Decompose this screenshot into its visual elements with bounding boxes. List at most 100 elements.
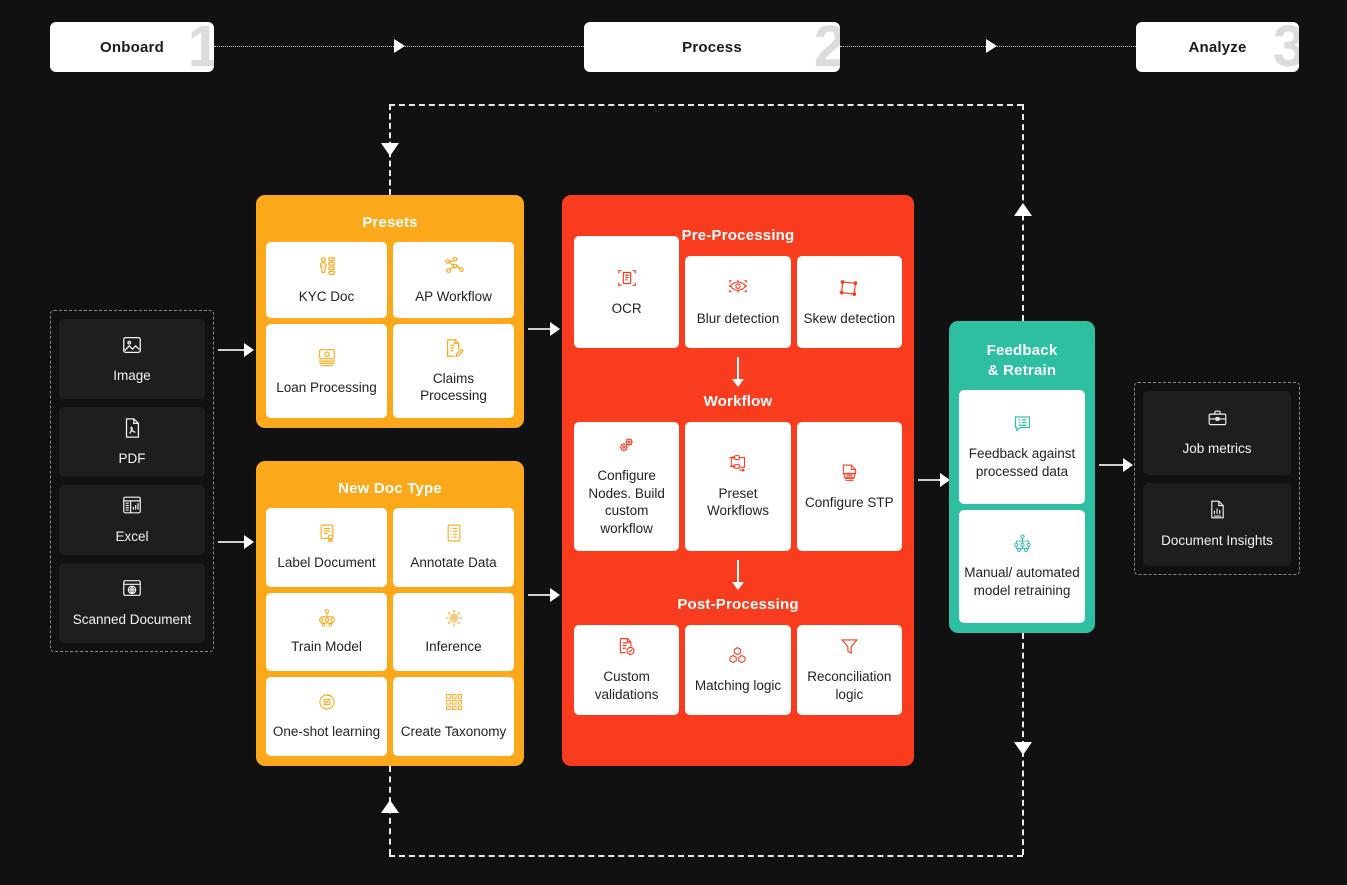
- feedback-loop-top-arrow-up-icon: [1014, 203, 1032, 216]
- one-shot-learning-icon: [317, 692, 337, 717]
- phase-process-number: 2: [813, 22, 840, 72]
- input-type-excel-label: Excel: [115, 528, 149, 544]
- matching-logic-icon: [727, 645, 748, 671]
- new-doc-create-taxonomy[interactable]: Create Taxonomy: [393, 677, 514, 756]
- annotate-data-icon: [444, 523, 464, 548]
- feedback-loop-bottom-arrow-up-icon: [381, 800, 399, 813]
- preset-workflows-icon: [727, 453, 748, 479]
- pre-processing-row: OCR Blur detection: [574, 236, 902, 348]
- pre-processing-skew-detection[interactable]: Skew detection: [796, 256, 902, 348]
- analyze-outputs-group: Job metrics Document Insights: [1134, 382, 1300, 575]
- preset-claims-processing[interactable]: Claims Processing: [393, 324, 514, 418]
- phase-analyze-label: Analyze: [1188, 38, 1247, 56]
- pre-processing-skew-detection-label: Skew detection: [803, 310, 896, 326]
- reconciliation-logic-icon: [839, 636, 860, 662]
- phase-onboard-number: 1: [187, 22, 214, 72]
- job-metrics-icon: [1207, 408, 1228, 434]
- manual-automated-model-retraining[interactable]: Manual/ automated model retraining: [959, 509, 1085, 623]
- input-type-excel[interactable]: Excel: [59, 485, 205, 555]
- preset-loan-processing[interactable]: Loan Processing: [266, 324, 387, 418]
- loan-processing-icon: [316, 346, 338, 373]
- workflow-row: Configure Nodes. Build custom workflow P…: [574, 422, 902, 551]
- connector-feedback-to-analyze: [1099, 458, 1133, 472]
- phase-process-label: Process: [682, 38, 742, 56]
- presets-panel: Presets KYC Doc: [256, 195, 524, 428]
- workflow-configure-stp[interactable]: Configure STP: [796, 422, 902, 551]
- analyze-job-metrics[interactable]: Job metrics: [1143, 391, 1291, 475]
- workflow-configure-nodes[interactable]: Configure Nodes. Build custom workflow: [574, 422, 680, 551]
- phase-process: Process 2: [584, 22, 840, 72]
- post-processing-custom-validations[interactable]: Custom validations: [574, 625, 680, 715]
- train-model-icon: [317, 608, 337, 633]
- preset-claims-processing-label: Claims Processing: [420, 370, 487, 404]
- input-type-scanned-document[interactable]: Scanned Document: [59, 562, 205, 643]
- new-doc-inference[interactable]: Inference: [393, 592, 514, 672]
- post-processing-reconciliation-logic-label: Reconciliation logic: [807, 669, 892, 702]
- input-type-image-label: Image: [113, 368, 151, 384]
- post-processing-matching-logic[interactable]: Matching logic: [685, 625, 791, 715]
- post-processing-custom-validations-label: Custom validations: [594, 669, 659, 702]
- pre-processing-ocr-label: OCR: [611, 300, 642, 316]
- input-type-pdf[interactable]: PDF: [59, 407, 205, 477]
- gears-icon: [616, 435, 637, 461]
- blur-detection-icon: [727, 277, 749, 304]
- inference-icon: [444, 608, 464, 633]
- ap-workflow-icon: [443, 255, 465, 282]
- connector-process-to-feedback: [918, 473, 950, 487]
- preset-kyc-doc[interactable]: KYC Doc: [266, 242, 387, 319]
- workflow-preset-workflows[interactable]: Preset Workflows: [685, 422, 791, 551]
- phase-analyze-number: 3: [1272, 22, 1299, 72]
- analyze-document-insights[interactable]: Document Insights: [1143, 482, 1291, 566]
- feedback-loop-top-arrow-down-icon: [381, 143, 399, 156]
- feedback-retrain-title: Feedback & Retrain: [959, 331, 1085, 390]
- configure-stp-icon: [839, 462, 860, 488]
- workflow-preset-workflows-label: Preset Workflows: [706, 485, 769, 519]
- new-doc-create-taxonomy-label: Create Taxonomy: [400, 724, 507, 740]
- workflow-title: Workflow: [703, 393, 773, 410]
- phase-onboard: Onboard 1: [50, 22, 214, 72]
- preset-loan-processing-label: Loan Processing: [276, 379, 377, 395]
- claims-processing-icon: [443, 337, 465, 364]
- post-processing-reconciliation-logic[interactable]: Reconciliation logic: [796, 625, 902, 715]
- new-doc-annotate-data-label: Annotate Data: [410, 554, 497, 570]
- feedback-loop-top-horizontal: [389, 104, 1023, 106]
- pre-processing-blur-detection[interactable]: Blur detection: [685, 256, 791, 348]
- pre-processing-ocr[interactable]: OCR: [574, 236, 680, 348]
- new-doc-type-panel: New Doc Type Label Document: [256, 461, 524, 766]
- phase-arrow-right-icon: [986, 39, 997, 53]
- post-processing-matching-logic-label: Matching logic: [694, 678, 782, 693]
- analyze-document-insights-label: Document Insights: [1161, 532, 1273, 548]
- new-doc-train-model[interactable]: Train Model: [266, 592, 387, 672]
- connector-new-doc-type-to-process: [528, 588, 560, 602]
- connector-inputs-to-presets: [218, 343, 254, 357]
- document-insights-icon: [1207, 499, 1228, 525]
- preset-ap-workflow[interactable]: AP Workflow: [393, 242, 514, 319]
- feedback-loop-bottom-horizontal: [389, 855, 1023, 857]
- image-icon: [121, 334, 143, 361]
- analyze-job-metrics-label: Job metrics: [1182, 441, 1252, 457]
- custom-validations-icon: [616, 636, 637, 662]
- feedback-against-processed-data[interactable]: Feedback against processed data: [959, 390, 1085, 504]
- new-doc-annotate-data[interactable]: Annotate Data: [393, 508, 514, 587]
- feedback-retrain-title-line2: & Retrain: [987, 361, 1057, 379]
- new-doc-one-shot-learning[interactable]: One-shot learning: [266, 677, 387, 756]
- input-type-scanned-document-label: Scanned Document: [72, 611, 192, 627]
- feedback-against-processed-data-label: Feedback against processed data: [968, 445, 1076, 479]
- new-doc-label-document[interactable]: Label Document: [266, 508, 387, 587]
- phase-analyze: Analyze 3: [1136, 22, 1299, 72]
- create-taxonomy-icon: [444, 692, 464, 717]
- excel-icon: [121, 494, 143, 521]
- input-type-image[interactable]: Image: [59, 319, 205, 400]
- scanned-document-icon: [121, 577, 143, 604]
- process-panel: Pre-Processing OCR: [562, 195, 914, 766]
- new-doc-type-title: New Doc Type: [338, 480, 442, 497]
- new-doc-one-shot-learning-label: One-shot learning: [272, 724, 381, 740]
- pdf-icon: [121, 417, 143, 444]
- presets-title: Presets: [362, 214, 418, 231]
- new-doc-train-model-label: Train Model: [291, 639, 362, 655]
- skew-detection-icon: [838, 277, 860, 304]
- feedback-loop-bottom-arrow-down-icon: [1014, 742, 1032, 755]
- ocr-icon: [616, 267, 638, 294]
- phase-onboard-label: Onboard: [100, 38, 164, 56]
